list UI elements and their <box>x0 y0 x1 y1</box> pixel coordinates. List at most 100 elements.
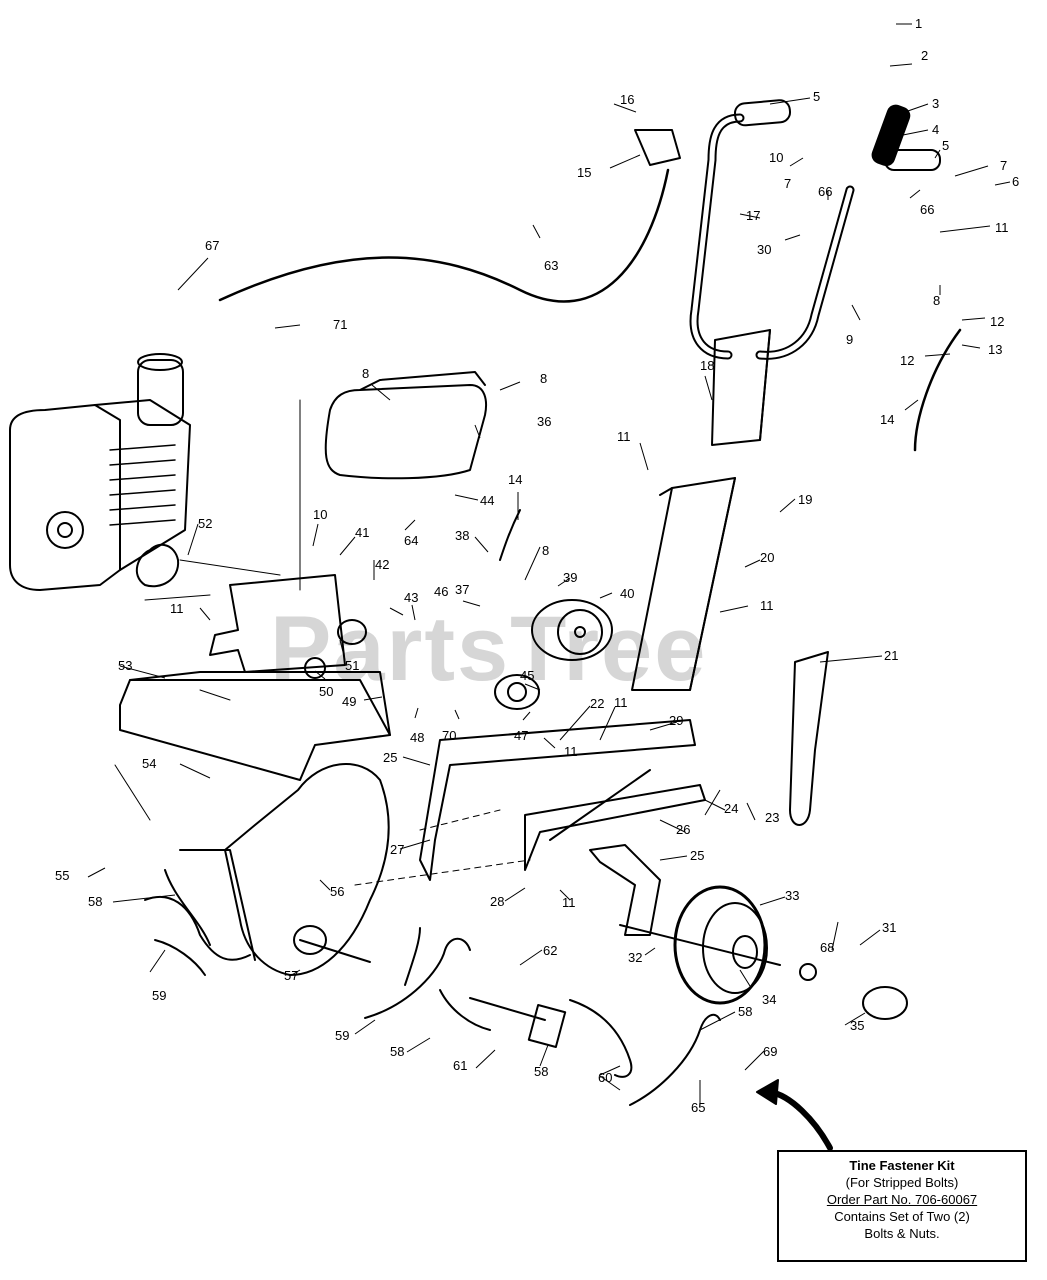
frame-bracket <box>419 719 696 881</box>
callout-labels: 1234556776666101615173011891212131463677… <box>55 16 1019 1115</box>
callout-58: 58 <box>390 1044 404 1059</box>
callout-50: 50 <box>319 684 333 699</box>
callout-5: 5 <box>942 138 949 153</box>
callout-37: 37 <box>455 582 469 597</box>
callout-68: 68 <box>820 940 834 955</box>
callout-52: 52 <box>198 516 212 531</box>
callout-8: 8 <box>542 543 549 558</box>
callout-58: 58 <box>534 1064 548 1079</box>
callout-59: 59 <box>335 1028 349 1043</box>
callout-35: 35 <box>850 1018 864 1033</box>
callout-11: 11 <box>617 429 631 444</box>
handle-grip-left <box>733 99 792 127</box>
callout-8: 8 <box>362 366 369 381</box>
callout-15: 15 <box>577 165 591 180</box>
callout-61: 61 <box>453 1058 467 1073</box>
callout-69: 69 <box>763 1044 777 1059</box>
callout-11: 11 <box>760 598 774 613</box>
callout-53: 53 <box>118 658 132 673</box>
depth-stake <box>789 651 829 826</box>
callout-71: 71 <box>333 317 347 332</box>
callout-67: 67 <box>205 238 219 253</box>
callout-38: 38 <box>455 528 469 543</box>
callout-16: 16 <box>620 92 634 107</box>
callout-48: 48 <box>410 730 424 745</box>
hub-cap <box>862 986 908 1020</box>
engine-plate <box>209 574 346 673</box>
callout-17: 17 <box>746 208 760 223</box>
callout-34: 34 <box>762 992 776 1007</box>
tine-shield <box>119 679 391 781</box>
callout-28: 28 <box>490 894 504 909</box>
callout-10: 10 <box>313 507 327 522</box>
callout-7: 7 <box>784 176 791 191</box>
callout-27: 27 <box>390 842 404 857</box>
tine-assembly-right <box>569 999 721 1106</box>
callout-9: 9 <box>846 332 853 347</box>
callout-64: 64 <box>404 533 418 548</box>
callout-11: 11 <box>562 895 576 910</box>
callout-57: 57 <box>284 968 298 983</box>
callout-22: 22 <box>590 696 604 711</box>
transmission-housing <box>224 763 390 976</box>
callout-40: 40 <box>620 586 634 601</box>
belt-cover <box>324 384 488 480</box>
tine-shaft <box>299 939 371 963</box>
callout-65: 65 <box>691 1100 705 1115</box>
throttle-cable <box>218 168 670 303</box>
callout-51: 51 <box>345 658 359 673</box>
callout-63: 63 <box>544 258 558 273</box>
drive-pulley <box>531 599 613 661</box>
callout-55: 55 <box>55 868 69 883</box>
callout-12: 12 <box>900 353 914 368</box>
note-subtitle: (For Stripped Bolts) <box>845 1175 959 1190</box>
callout-43: 43 <box>404 590 418 605</box>
callout-8: 8 <box>933 293 940 308</box>
callout-1: 1 <box>915 16 922 31</box>
callout-3: 3 <box>932 96 939 111</box>
callout-47: 47 <box>514 728 528 743</box>
tine-fastener-kit-note: Tine Fastener Kit (For Stripped Bolts) O… <box>777 1150 1027 1262</box>
callout-24: 24 <box>724 801 738 816</box>
callout-56: 56 <box>330 884 344 899</box>
callout-20: 20 <box>760 550 774 565</box>
note-title: Tine Fastener Kit <box>849 1158 955 1173</box>
callout-12: 12 <box>990 314 1004 329</box>
callout-13: 13 <box>988 342 1002 357</box>
callout-42: 42 <box>375 557 389 572</box>
callout-58: 58 <box>88 894 102 909</box>
watermark: PartsTree <box>270 598 707 700</box>
callout-7: 7 <box>1000 158 1007 173</box>
callout-32: 32 <box>628 950 642 965</box>
note-order-part: Order Part No. 706-60067 <box>826 1192 978 1207</box>
callout-30: 30 <box>757 242 771 257</box>
callout-11: 11 <box>564 744 578 759</box>
idler-pulley <box>494 674 540 710</box>
tine-assembly-center <box>364 927 491 1031</box>
callout-33: 33 <box>785 888 799 903</box>
note-line-1: Contains Set of Two (2) <box>834 1209 970 1224</box>
callout-5: 5 <box>813 89 820 104</box>
callout-11: 11 <box>170 601 184 616</box>
callout-62: 62 <box>543 943 557 958</box>
callout-2: 2 <box>921 48 928 63</box>
callout-26: 26 <box>676 822 690 837</box>
callout-45: 45 <box>520 668 534 683</box>
callout-46: 46 <box>434 584 448 599</box>
callout-44: 44 <box>480 493 494 508</box>
kit-pointer-arrow <box>767 1089 833 1151</box>
callout-6: 6 <box>1012 174 1019 189</box>
callout-60: 60 <box>598 1070 612 1085</box>
callout-8: 8 <box>540 371 547 386</box>
wheel <box>619 885 781 1005</box>
callout-31: 31 <box>882 920 896 935</box>
callout-29: 29 <box>669 713 683 728</box>
callout-39: 39 <box>563 570 577 585</box>
callout-25: 25 <box>383 750 397 765</box>
callout-18: 18 <box>700 358 714 373</box>
callout-19: 19 <box>798 492 812 507</box>
callout-58: 58 <box>738 1004 752 1019</box>
callout-41: 41 <box>355 525 369 540</box>
callout-36: 36 <box>537 414 551 429</box>
callout-11: 11 <box>995 220 1009 235</box>
